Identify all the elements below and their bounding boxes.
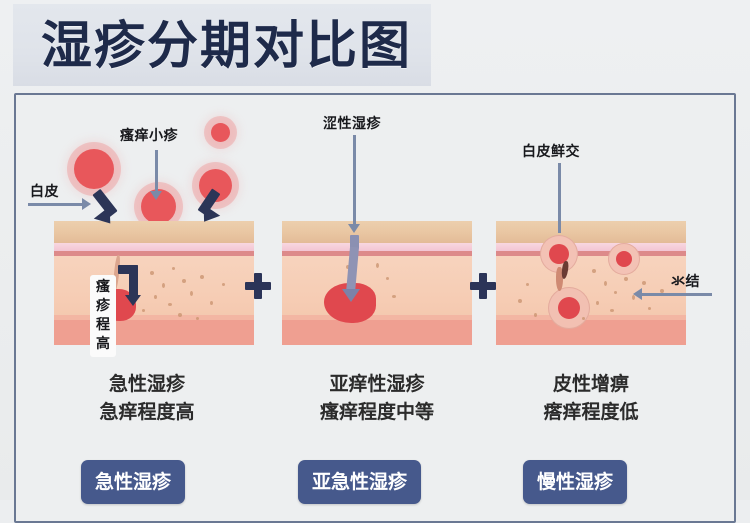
skin-cross-section-acute: [54, 221, 254, 345]
caption-subacute-line1: 亚痒性湿疹: [329, 373, 425, 395]
label-itchy-papule: 瘙痒小疹: [120, 128, 178, 144]
label-weeping-eczema: 涩性湿疹: [323, 116, 381, 132]
caption-acute-line1: 急性湿疹: [108, 373, 185, 395]
panels-row: 白皮 瘙痒小疹 瘙疹程高 急性湿疹 急痒程度高 急性湿疹: [14, 93, 736, 523]
label-nodule: 氺结: [671, 274, 700, 290]
pointer-line-weeping-eczema: [353, 135, 356, 227]
bump-large-left: [74, 149, 114, 189]
pointer-line-itchy-papule: [155, 150, 158, 194]
label-white-skin: 白皮: [30, 184, 59, 200]
panel-subacute[interactable]: 涩性湿疹 亚痒性湿疹 瘙痒程度中等 亚急性湿疹: [282, 93, 472, 523]
badge-chronic[interactable]: 慢性湿疹: [523, 460, 628, 504]
deep-nodule-core: [558, 297, 580, 319]
page-title: 湿疹分期对比图: [41, 17, 413, 76]
label-itch-severity: 瘙疹程高: [90, 275, 116, 357]
skin-duct: [556, 267, 563, 291]
surface-nodule-core-2: [616, 251, 632, 267]
caption-chronic-line1: 皮性增痹: [552, 373, 629, 395]
badge-subacute[interactable]: 亚急性湿疹: [298, 460, 422, 504]
title-band: 湿疹分期对比图: [13, 4, 431, 86]
skin-cross-section-chronic: [496, 221, 686, 345]
pointer-line-lichenification: [558, 163, 561, 233]
label-lichenification: 白皮鲜交: [522, 144, 580, 160]
caption-acute-line2: 急痒程度高: [99, 401, 195, 423]
badge-acute[interactable]: 急性湿疹: [81, 460, 186, 504]
pointer-head-itchy-papule: [150, 191, 162, 200]
surface-nodule-core-1: [549, 244, 569, 264]
caption-subacute-line2: 瘙痒程度中等: [319, 401, 434, 423]
panel-chronic[interactable]: 白皮鲜交 氺结 皮性增痹 瘩痒程度低 慢性湿疹: [496, 93, 716, 523]
plus-separator-1: [245, 273, 271, 299]
bump-small-top: [211, 123, 230, 142]
panel-acute[interactable]: 白皮 瘙痒小疹 瘙疹程高 急性湿疹 急痒程度高 急性湿疹: [28, 93, 258, 523]
caption-chronic-line2: 瘩痒程度低: [543, 401, 639, 423]
pointer-head-weeping-eczema: [348, 224, 360, 233]
plus-separator-2: [470, 273, 496, 299]
pointer-line-white-skin: [28, 203, 84, 206]
pointer-head-nodule: [633, 288, 642, 300]
pointer-line-nodule: [642, 293, 712, 296]
skin-cross-section-subacute: [282, 221, 472, 345]
pointer-head-white-skin: [82, 198, 91, 210]
